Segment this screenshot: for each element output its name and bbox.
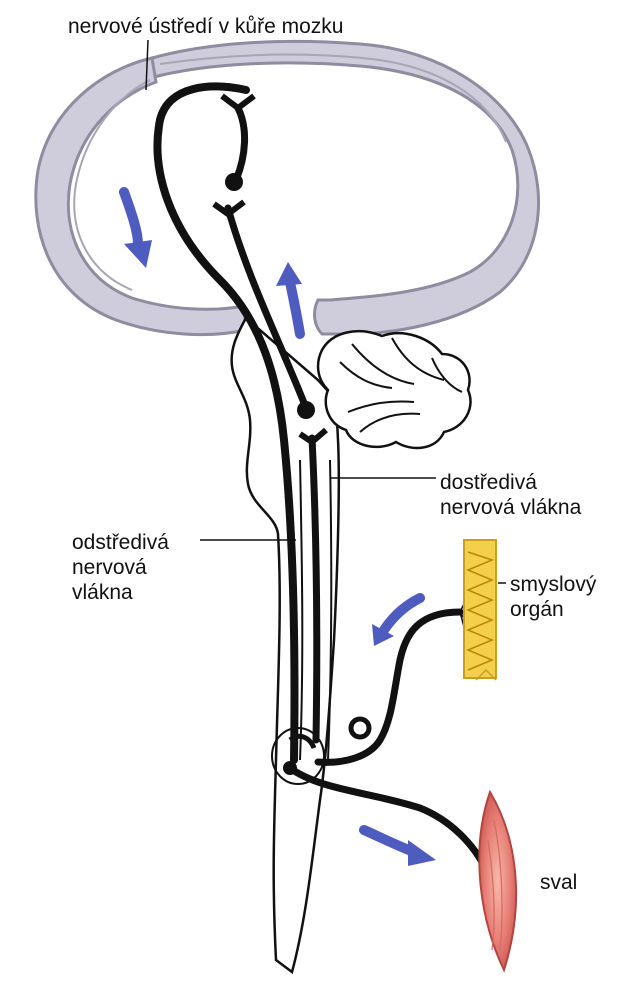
afferent-fibers-label: dostředivá nervová vlákna — [440, 470, 581, 520]
sense-organ-label-line: orgán — [510, 597, 596, 622]
arrow-motor-icon — [364, 830, 414, 852]
cortex-left-band — [36, 58, 246, 335]
efferent-label-line: odstředivá — [72, 530, 169, 555]
muscle — [479, 792, 516, 970]
sense-organ-label: smyslový orgán — [510, 572, 596, 622]
muscle-label: sval — [540, 870, 577, 895]
arrow-down-icon — [124, 192, 138, 244]
cortex-label: nervové ústředí v kůře mozku — [68, 14, 343, 39]
brainstem-and-spinal-cord — [232, 318, 339, 972]
efferent-label-line: vlákna — [72, 580, 169, 605]
cerebellum — [318, 331, 470, 448]
motor-output-fiber — [290, 768, 494, 884]
efferent-label-line: nervová — [72, 555, 169, 580]
sense-organ — [464, 540, 496, 680]
arrow-up-icon — [290, 282, 300, 334]
sense-organ-label-line: smyslový — [510, 572, 596, 597]
afferent-label-line: nervová vlákna — [440, 495, 581, 520]
cerebral-cortex — [24, 41, 539, 352]
afferent-label-line: dostředivá — [440, 470, 581, 495]
efferent-fibers-label: odstředivá nervová vlákna — [72, 530, 169, 605]
